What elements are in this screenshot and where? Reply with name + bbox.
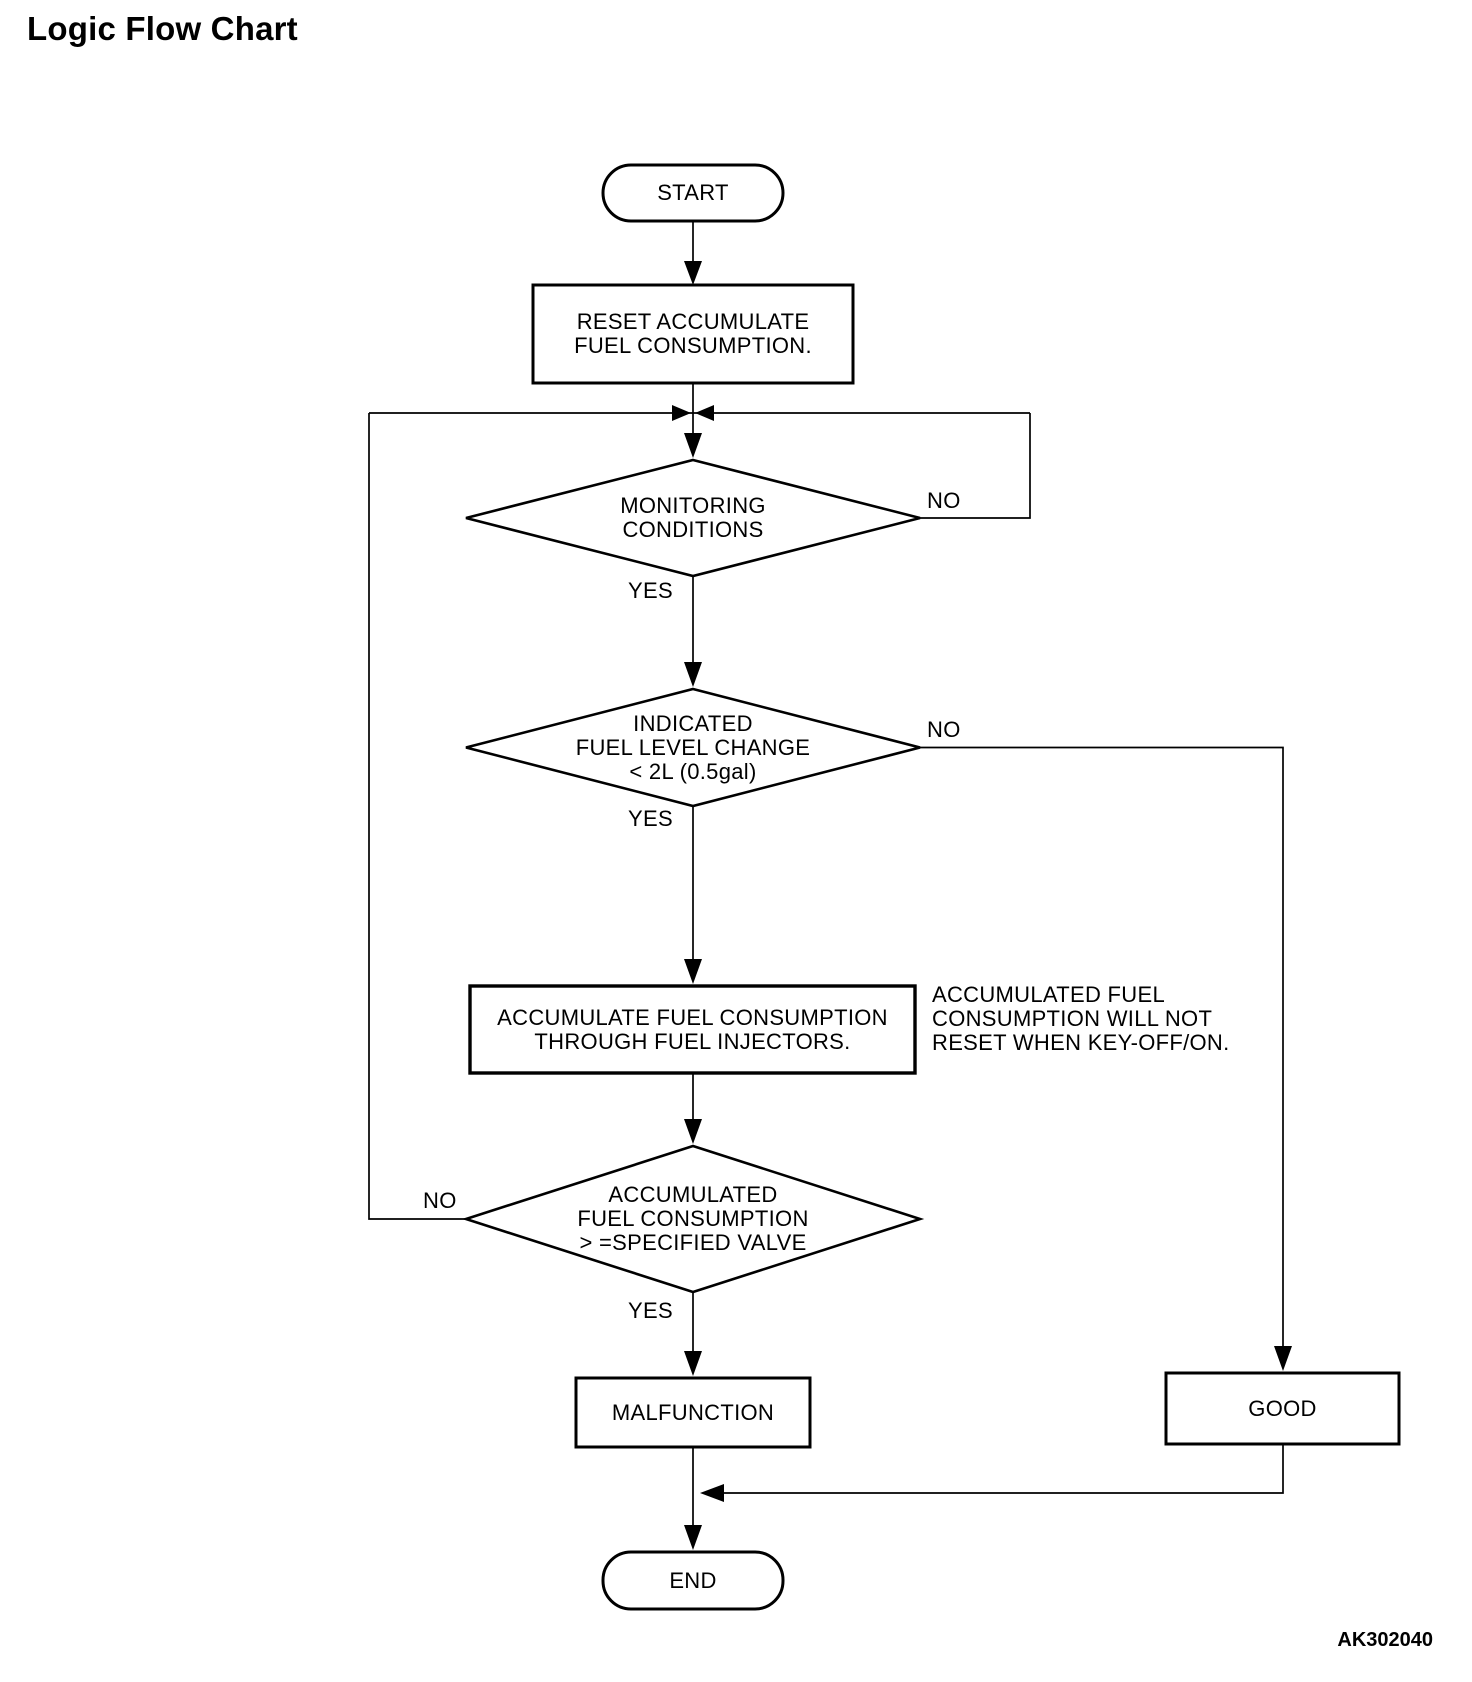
fuel-level-label: INDICATED FUEL LEVEL CHANGE < 2L (0.5gal… (575, 710, 811, 784)
arrowheads (672, 261, 1292, 1550)
edge-fuel-level-no-rail (920, 746, 1284, 1348)
edge-threshold-no-rail (368, 413, 466, 1220)
reset-process-shape (531, 283, 855, 385)
arrowhead-into-accumulate (684, 959, 702, 984)
monitoring-label: MONITORING CONDITIONS (620, 493, 766, 542)
arrowhead-into-malfunction (684, 1351, 702, 1376)
good-process-shape (1164, 1371, 1401, 1446)
fuel-level-no-label: NO (927, 717, 961, 742)
page-title: Logic Flow Chart (27, 10, 298, 47)
edge-good-merge (723, 1444, 1284, 1494)
malfunction-process-shape (574, 1376, 812, 1449)
threshold-no-label: NO (423, 1188, 457, 1213)
node-shapes (461, 163, 1401, 1611)
end-label: END (669, 1567, 717, 1593)
start-terminator-shape (601, 163, 785, 223)
arrowhead-into-monitoring (684, 433, 702, 458)
monitoring-decision-shape (465, 458, 921, 578)
threshold-decision-shape (461, 1144, 925, 1294)
arrowhead-into-reset (684, 261, 702, 285)
good-label: GOOD (1248, 1395, 1317, 1421)
monitoring-yes-label: YES (628, 578, 673, 603)
threshold-yes-label: YES (628, 1298, 673, 1323)
arrowhead-into-good (1274, 1346, 1292, 1371)
start-label: START (657, 180, 729, 205)
malfunction-label: MALFUNCTION (611, 1399, 775, 1425)
arrowhead-into-end (684, 1525, 702, 1550)
accumulate-label: ACCUMULATE FUEL CONSUMPTION THROUGH FUEL… (497, 1004, 888, 1054)
threshold-label: ACCUMULATED FUEL CONSUMPTION > =SPECIFIE… (577, 1182, 809, 1255)
arrowhead-merge-left (700, 1484, 724, 1502)
edge-monitoring-no-rail (920, 413, 1031, 519)
arrowhead-junction-right (695, 405, 714, 421)
fuel-level-yes-label: YES (628, 806, 673, 831)
accumulate-process-shape (468, 984, 917, 1075)
monitoring-no-label: NO (927, 488, 961, 513)
accumulate-note: ACCUMULATED FUEL CONSUMPTION WILL NOT RE… (932, 982, 1230, 1055)
arrowhead-into-fuel-level (684, 662, 702, 687)
reset-label: RESET ACCUMULATE FUEL CONSUMPTION. (574, 309, 812, 358)
end-terminator-shape (601, 1550, 785, 1611)
arrowhead-junction-left (672, 405, 691, 421)
arrowhead-into-threshold (684, 1119, 702, 1144)
connector-lines (368, 221, 1284, 1526)
fuel-level-decision-shape (465, 687, 921, 808)
figure-code: AK302040 (1337, 1629, 1433, 1651)
